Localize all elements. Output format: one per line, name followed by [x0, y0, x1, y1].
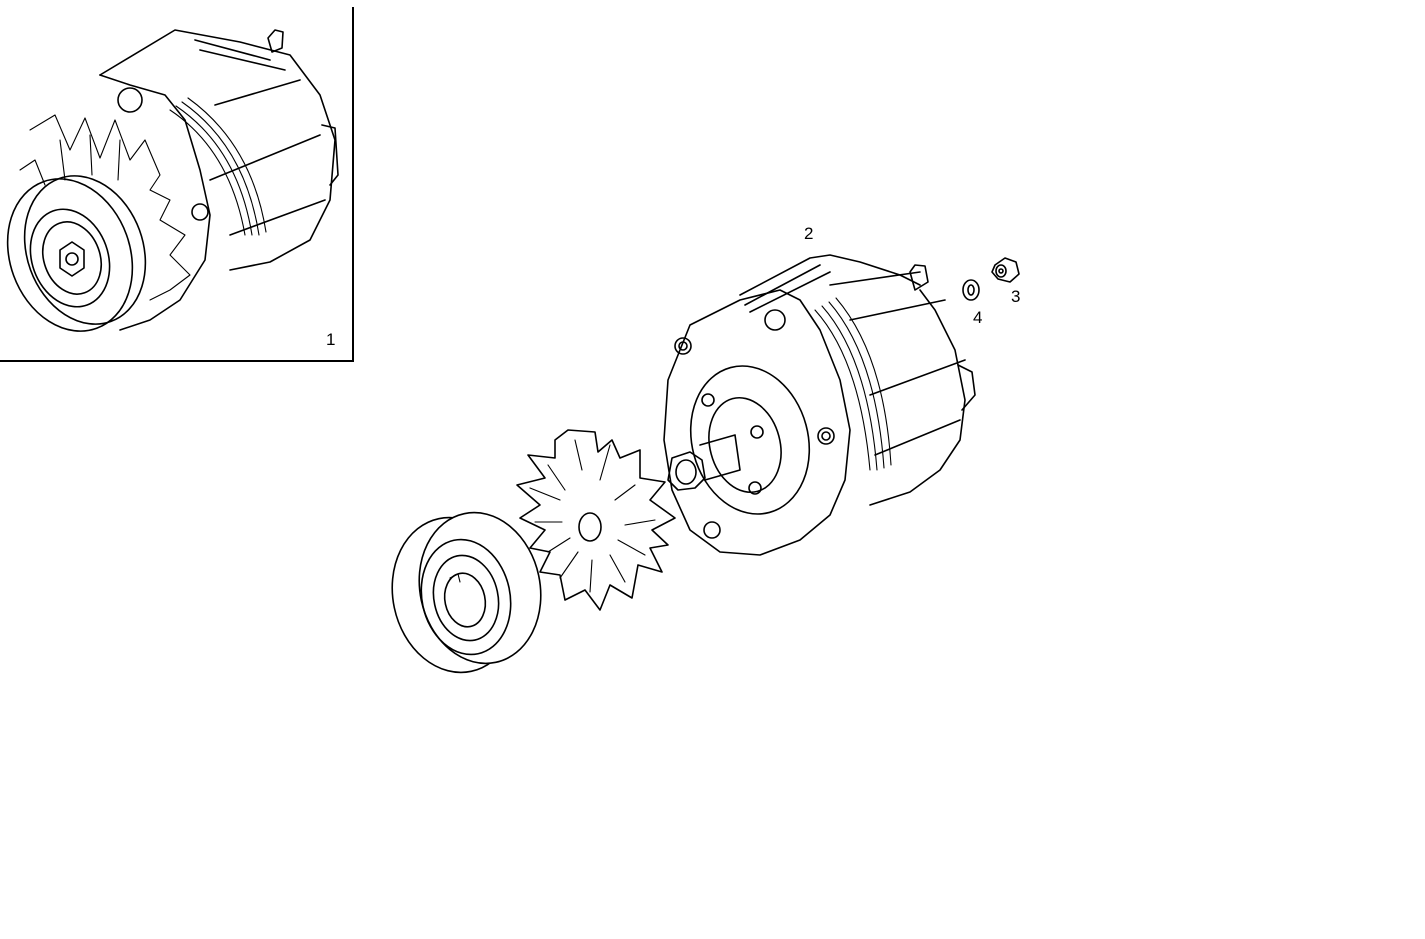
- callout-1: 1: [326, 330, 336, 349]
- callout-2: 2: [804, 224, 814, 243]
- callout-3: 3: [1011, 287, 1021, 306]
- pulley-illustration: [391, 511, 542, 674]
- inset-frame: [0, 7, 354, 362]
- assembled-alternator-illustration: [6, 29, 339, 332]
- nut-illustration: [991, 257, 1020, 283]
- alternator-body-illustration: [663, 254, 976, 556]
- callout-4: 4: [973, 308, 983, 327]
- washer-illustration: [962, 279, 980, 301]
- cooling-fan-illustration: [516, 429, 676, 611]
